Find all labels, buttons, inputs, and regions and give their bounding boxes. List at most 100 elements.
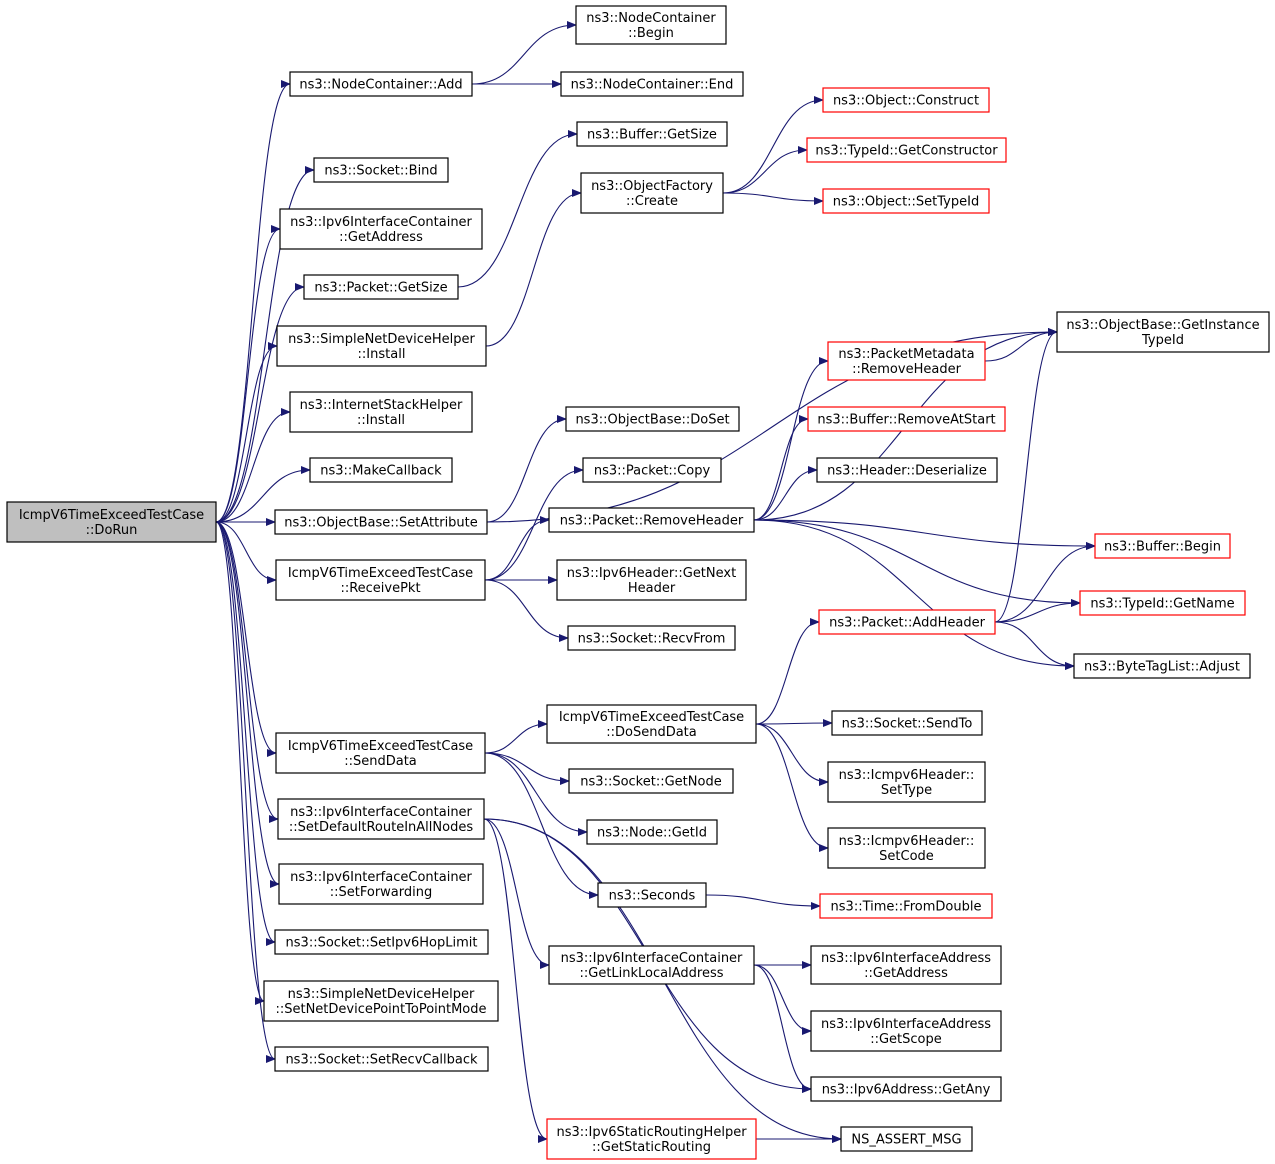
node-hdr-deser[interactable]: ns3::Header::Deserialize: [816, 457, 998, 483]
node-box: [303, 274, 459, 300]
node-label: ns3::NodeContainer: [586, 11, 716, 26]
edge-pkt_removehdr-to-btl_adjust: [753, 519, 1075, 670]
node-senddata[interactable]: IcmpV6TimeExceedTestCase::SendData: [275, 732, 486, 774]
node-seconds[interactable]: ns3::Seconds: [597, 882, 707, 908]
node-label: ::GetScope: [870, 1032, 942, 1047]
node-buf-getsize[interactable]: ns3::Buffer::GetSize: [576, 121, 728, 147]
edge-root-to-recvpkt: [215, 521, 277, 584]
node-label: SetCode: [879, 849, 934, 864]
node-makecb[interactable]: ns3::MakeCallback: [309, 457, 453, 483]
node-nc-end[interactable]: ns3::NodeContainer::End: [560, 71, 744, 97]
node-box: [565, 406, 740, 432]
node-box: [818, 609, 996, 635]
node-tid-getname[interactable]: ns3::TypeId::GetName: [1079, 590, 1246, 616]
edge-ipv6ic_getll-to-ipv6ia_getscope: [753, 964, 812, 1035]
node-label: ns3::Packet::RemoveHeader: [560, 514, 744, 529]
node-ob-setattr[interactable]: ns3::ObjectBase::SetAttribute: [274, 509, 488, 535]
node-label: ::Begin: [628, 26, 674, 41]
node-of-create[interactable]: ns3::ObjectFactory::Create: [580, 172, 724, 214]
edge-root-to-ipv6ic_getaddr: [215, 225, 281, 523]
node-sock-bind[interactable]: ns3::Socket::Bind: [313, 157, 449, 183]
node-pkt-getsize[interactable]: ns3::Packet::GetSize: [303, 274, 459, 300]
node-dosenddata[interactable]: IcmpV6TimeExceedTestCase::DoSendData: [546, 704, 757, 744]
node-ipv6ic-setdef[interactable]: ns3::Ipv6InterfaceContainer::SetDefaultR…: [277, 798, 485, 840]
edge-ipv6ic_setdef-to-ipv6srh_getsr: [483, 818, 548, 1143]
node-box: [276, 325, 487, 367]
node-box: [807, 406, 1006, 432]
node-box: [556, 559, 747, 601]
node-ipv6ia-getaddr[interactable]: ns3::Ipv6InterfaceAddress::GetAddress: [810, 945, 1002, 985]
node-obj-construct[interactable]: ns3::Object::Construct: [822, 87, 990, 113]
node-label: ns3::MakeCallback: [320, 464, 442, 479]
node-label: ns3::Object::SetTypeId: [833, 195, 979, 210]
node-ob-doset[interactable]: ns3::ObjectBase::DoSet: [565, 406, 740, 432]
node-sock-recvfrom[interactable]: ns3::Socket::RecvFrom: [567, 625, 736, 651]
node-ipv6ic-getll[interactable]: ns3::Ipv6InterfaceContainer::GetLinkLoca…: [548, 945, 755, 985]
node-label: ns3::Icmpv6Header::: [839, 834, 975, 849]
node-nc-add[interactable]: ns3::NodeContainer::Add: [289, 71, 473, 97]
node-box: [806, 137, 1007, 163]
node-nc-begin[interactable]: ns3::NodeContainer::Begin: [575, 5, 727, 45]
node-box: [289, 391, 473, 433]
node-box: [548, 507, 755, 533]
node-box: [810, 1010, 1002, 1052]
node-box: [289, 71, 473, 97]
node-pm-removehdr[interactable]: ns3::PacketMetadata::RemoveHeader: [827, 341, 986, 381]
node-ish-install[interactable]: ns3::InternetStackHelper::Install: [289, 391, 473, 433]
node-box: [567, 625, 736, 651]
node-pkt-copy[interactable]: ns3::Packet::Copy: [582, 457, 722, 483]
edge-senddata-to-sock_getnode: [484, 752, 570, 785]
node-buf-removestart[interactable]: ns3::Buffer::RemoveAtStart: [807, 406, 1006, 432]
node-icmp-settype[interactable]: ns3::Icmpv6Header::SetType: [827, 761, 986, 803]
node-box: [6, 501, 217, 543]
node-label: ns3::Node::GetId: [597, 826, 707, 841]
node-recvpkt[interactable]: IcmpV6TimeExceedTestCase::ReceivePkt: [275, 559, 486, 601]
node-node-getid[interactable]: ns3::Node::GetId: [586, 819, 718, 845]
node-label: NS_ASSERT_MSG: [851, 1133, 961, 1148]
node-sock-sethop[interactable]: ns3::Socket::SetIpv6HopLimit: [274, 929, 489, 955]
node-pkt-addhdr[interactable]: ns3::Packet::AddHeader: [818, 609, 996, 635]
node-buf-begin[interactable]: ns3::Buffer::Begin: [1094, 533, 1231, 559]
edge-ipv6ic_getll-to-ipv6a_getany: [753, 964, 812, 1093]
node-sock-sendto[interactable]: ns3::Socket::SendTo: [831, 710, 983, 736]
node-ns-assert[interactable]: NS_ASSERT_MSG: [840, 1126, 973, 1152]
edge-root-to-pkt_getsize: [215, 283, 305, 523]
edge-pkt_removehdr-to-tid_getname: [753, 519, 1081, 607]
node-label: ns3::Ipv6InterfaceAddress: [821, 1017, 991, 1032]
node-label: ns3::Ipv6InterfaceContainer: [290, 215, 472, 230]
node-btl-adjust[interactable]: ns3::ByteTagList::Adjust: [1073, 653, 1251, 679]
node-label: ::SetDefaultRouteInAllNodes: [289, 820, 473, 835]
node-label: ns3::Buffer::RemoveAtStart: [817, 413, 995, 428]
edge-pkt_addhdr-to-btl_adjust: [994, 621, 1075, 670]
node-box: [819, 893, 993, 919]
node-box: [275, 559, 486, 601]
node-label: ns3::Ipv6InterfaceContainer: [290, 805, 472, 820]
node-label: ns3::ByteTagList::Adjust: [1084, 660, 1240, 675]
node-time-fromdouble[interactable]: ns3::Time::FromDouble: [819, 893, 993, 919]
node-icmp-setcode[interactable]: ns3::Icmpv6Header::SetCode: [827, 827, 986, 869]
node-label: ns3::Socket::SetRecvCallback: [285, 1053, 478, 1068]
edge-recvpkt-to-pkt_removehdr: [484, 516, 550, 581]
node-box: [274, 509, 488, 535]
edge-senddata-to-node_getid: [484, 752, 588, 836]
node-obj-settid[interactable]: ns3::Object::SetTypeId: [822, 188, 990, 214]
node-sock-getnode[interactable]: ns3::Socket::GetNode: [568, 768, 734, 794]
node-tid-getctor[interactable]: ns3::TypeId::GetConstructor: [806, 137, 1007, 163]
node-ipv6srh-getsr[interactable]: ns3::Ipv6StaticRoutingHelper::GetStaticR…: [546, 1118, 757, 1160]
edge-pkt_removehdr-to-hdr_deser: [753, 466, 818, 521]
node-label: ::DoRun: [86, 523, 138, 538]
node-label: ns3::Seconds: [609, 889, 696, 904]
node-sock-setrecv[interactable]: ns3::Socket::SetRecvCallback: [274, 1046, 489, 1072]
node-ipv6ia-getscope[interactable]: ns3::Ipv6InterfaceAddress::GetScope: [810, 1010, 1002, 1052]
node-pkt-removehdr[interactable]: ns3::Packet::RemoveHeader: [548, 507, 755, 533]
node-snd-install[interactable]: ns3::SimpleNetDeviceHelper::Install: [276, 325, 487, 367]
node-ipv6ic-setfwd[interactable]: ns3::Ipv6InterfaceContainer::SetForwardi…: [278, 863, 484, 905]
node-root[interactable]: IcmpV6TimeExceedTestCase::DoRun: [6, 501, 217, 543]
node-snd-setp2p[interactable]: ns3::SimpleNetDeviceHelper::SetNetDevice…: [263, 980, 499, 1022]
node-label: ns3::TypeId::GetName: [1090, 597, 1234, 612]
node-ipv6ic-getaddr[interactable]: ns3::Ipv6InterfaceContainer::GetAddress: [279, 208, 483, 250]
node-label: ::Create: [626, 194, 678, 209]
node-ipv6a-getany[interactable]: ns3::Ipv6Address::GetAny: [810, 1076, 1002, 1102]
